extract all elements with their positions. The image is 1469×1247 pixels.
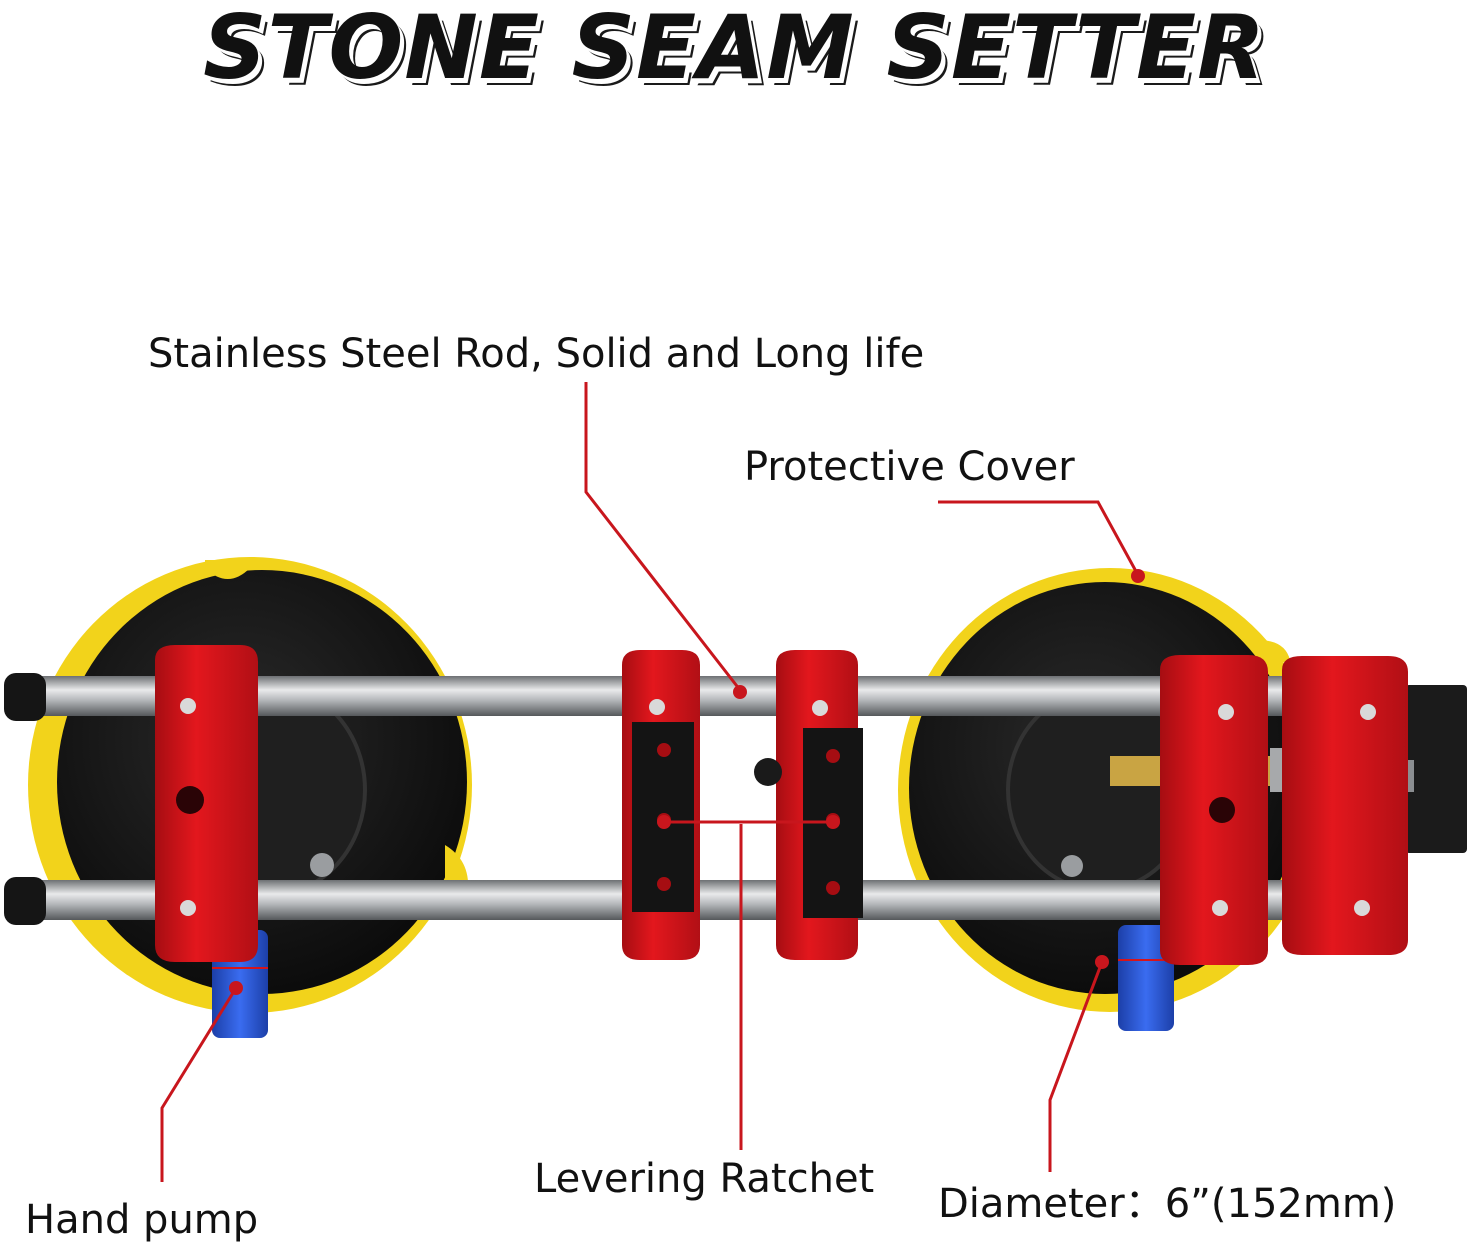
left-cup-screw [310,853,334,877]
right-frame-block-outer [1282,656,1408,955]
pump-callout-line [160,987,238,1182]
diameter-callout-label: Diameter：6”(152mm) [938,1181,1397,1227]
rod-callout-label: Stainless Steel Rod, Solid and Long life [148,331,925,377]
rod-callout-line [584,382,742,691]
pump-callout-label: Hand pump [25,1197,259,1243]
lower-rod-end-cap [4,877,46,925]
left-frame-hole [176,786,204,814]
diameter-callout-line [1048,961,1104,1172]
left-cup-tab [205,560,250,579]
callout-lines [160,382,1140,1182]
upper-rod-end-cap [4,673,46,721]
right-cup-tab [1258,640,1290,668]
levering-ratchet [622,650,863,960]
page-title: STONE SEAM SETTER [203,0,1266,99]
left-frame-screw-bottom [180,900,196,916]
ratchet-callout-label: Levering Ratchet [534,1156,875,1202]
right-red-frame [1160,655,1408,965]
left-red-frame [155,645,258,962]
right-cup-screw [1061,855,1083,877]
cover-callout-label: Protective Cover [744,444,1075,490]
left-frame-screw-top [180,698,196,714]
callout-dots [229,569,1145,995]
left-cup-tab-right [445,845,469,890]
cover-callout-line [938,500,1140,576]
